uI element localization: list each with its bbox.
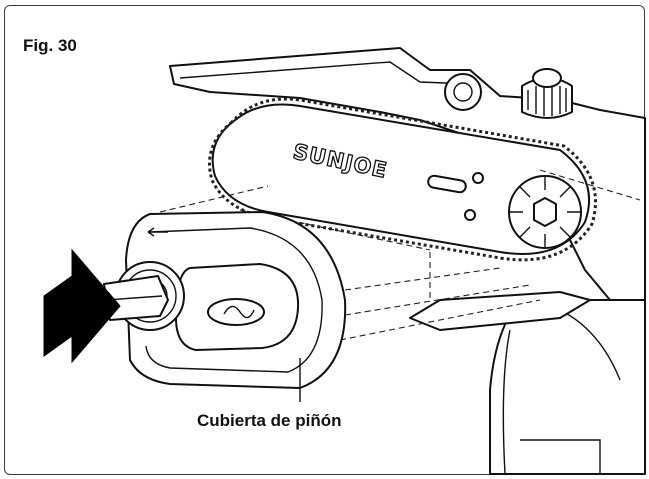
sprocket-cover-label: Cubierta de piñón [197,411,342,430]
guide-bar: SUNJOE [208,97,597,262]
push-arrow-icon [43,248,121,364]
sprocket [508,175,582,249]
sunjoe-s-logo-icon [207,298,265,326]
left-arrow-icon [147,227,168,237]
figure-label: Fig. 30 [23,36,77,55]
sprocket-cover [103,211,347,402]
saw-body [169,47,646,475]
